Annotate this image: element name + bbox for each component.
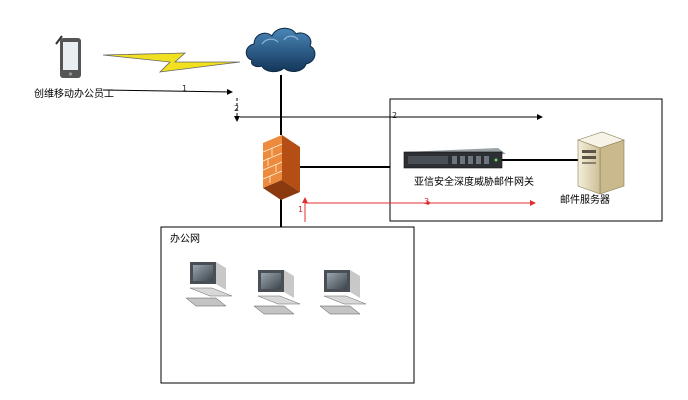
rack-server-icon <box>403 148 506 169</box>
tower-server-icon <box>577 131 625 195</box>
dmz-zone-box <box>389 98 663 222</box>
flow-number-mobile: 1 <box>182 84 188 93</box>
desktop-pc-icon <box>319 270 367 315</box>
firewall-icon <box>262 135 300 200</box>
gateway-label: 亚信安全深度威胁邮件网关 <box>414 177 534 188</box>
smartphone-icon <box>55 35 81 78</box>
flow-number-internet-down: 2 <box>234 104 240 113</box>
flow-number-office-up: 1 <box>298 205 304 214</box>
lightning-icon <box>102 52 241 73</box>
office-network-label: 办公网 <box>170 234 200 245</box>
flow-arrow-red-dot <box>426 201 430 205</box>
flow-number-dmz: 2 <box>392 111 398 120</box>
office-network-box <box>160 226 415 384</box>
desktop-pc-icon <box>185 262 233 307</box>
internet-cloud-icon <box>245 27 316 73</box>
flow-arrow-mobile-to-internet <box>102 88 233 95</box>
mail-server-label: 邮件服务器 <box>560 195 610 206</box>
desktop-pc-icon <box>253 270 301 315</box>
mobile-user-label: 创维移动办公员工 <box>34 89 114 100</box>
flow-number-gateway-server: 3 <box>424 197 430 206</box>
